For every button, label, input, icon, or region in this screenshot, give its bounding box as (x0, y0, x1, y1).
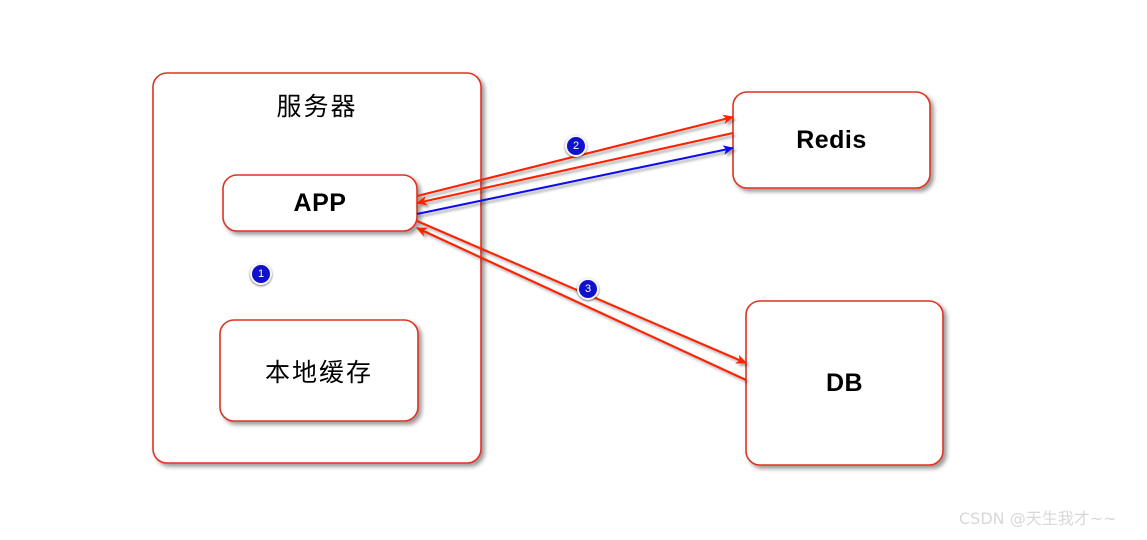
watermark: CSDN @天生我才~~ (959, 509, 1117, 528)
step-2-badge[interactable]: 2 (565, 135, 587, 157)
node-box-app[interactable] (222, 174, 418, 232)
step-1-badge[interactable]: 1 (250, 263, 272, 285)
connector-redis-to-app-response[interactable] (415, 131, 734, 206)
connector-app-to-redis-blue[interactable] (416, 145, 735, 216)
step-3-badge[interactable]: 3 (577, 278, 599, 300)
node-box-db[interactable] (745, 300, 944, 466)
node-box-local-cache[interactable] (219, 319, 419, 422)
node-shapes-layer (152, 72, 944, 466)
node-box-redis[interactable] (732, 91, 931, 189)
connector-db-to-app-response[interactable] (416, 227, 747, 381)
